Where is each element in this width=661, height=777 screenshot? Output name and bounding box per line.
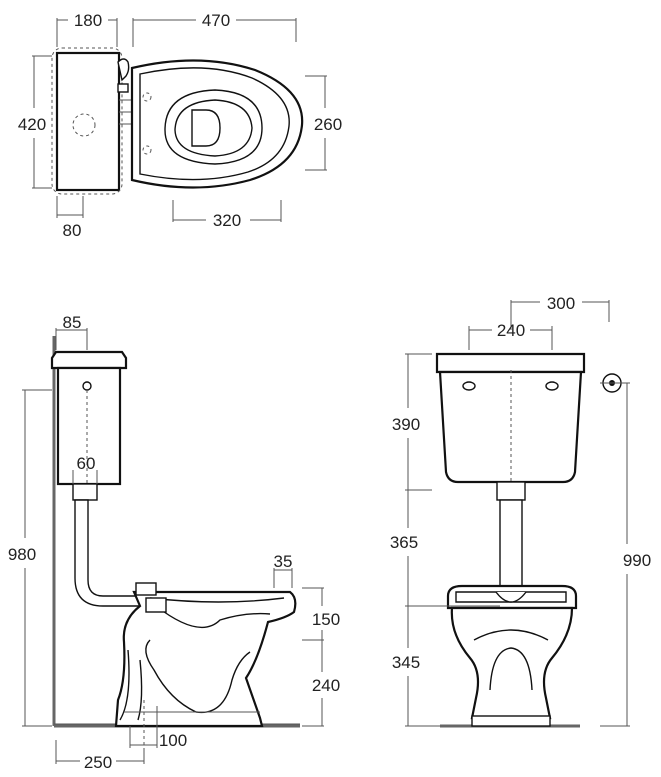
dim-180: 180 bbox=[74, 11, 102, 30]
plan-inlet-circle bbox=[72, 113, 96, 137]
dim-150: 150 bbox=[312, 610, 340, 629]
dim-980: 980 bbox=[8, 545, 36, 564]
dim-85: 85 bbox=[63, 313, 82, 332]
dim-60: 60 bbox=[77, 454, 96, 473]
plan-drain bbox=[191, 109, 221, 147]
dim-990: 990 bbox=[623, 551, 651, 570]
dim-80: 80 bbox=[63, 221, 82, 240]
dim-35: 35 bbox=[274, 552, 293, 571]
plan-view: 180 470 420 260 320 80 bbox=[18, 11, 342, 240]
dim-470: 470 bbox=[202, 11, 230, 30]
side-view: 85 60 980 35 150 240 100 bbox=[8, 313, 340, 772]
dim-240-front: 240 bbox=[497, 321, 525, 340]
dim-390: 390 bbox=[392, 415, 420, 434]
front-bowl bbox=[450, 606, 574, 720]
dim-100: 100 bbox=[159, 731, 187, 750]
dim-420: 420 bbox=[18, 115, 46, 134]
plan-flush-lever bbox=[117, 58, 130, 82]
dim-300: 300 bbox=[547, 294, 575, 313]
dim-250: 250 bbox=[84, 753, 112, 772]
front-flush-pipe bbox=[499, 499, 523, 593]
plan-cistern bbox=[55, 51, 121, 192]
dim-320: 320 bbox=[213, 211, 241, 230]
dim-345: 345 bbox=[392, 653, 420, 672]
dim-240-side: 240 bbox=[312, 676, 340, 695]
front-view: 300 240 390 365 345 990 bbox=[390, 294, 651, 730]
dim-365: 365 bbox=[390, 533, 418, 552]
dim-260: 260 bbox=[314, 115, 342, 134]
